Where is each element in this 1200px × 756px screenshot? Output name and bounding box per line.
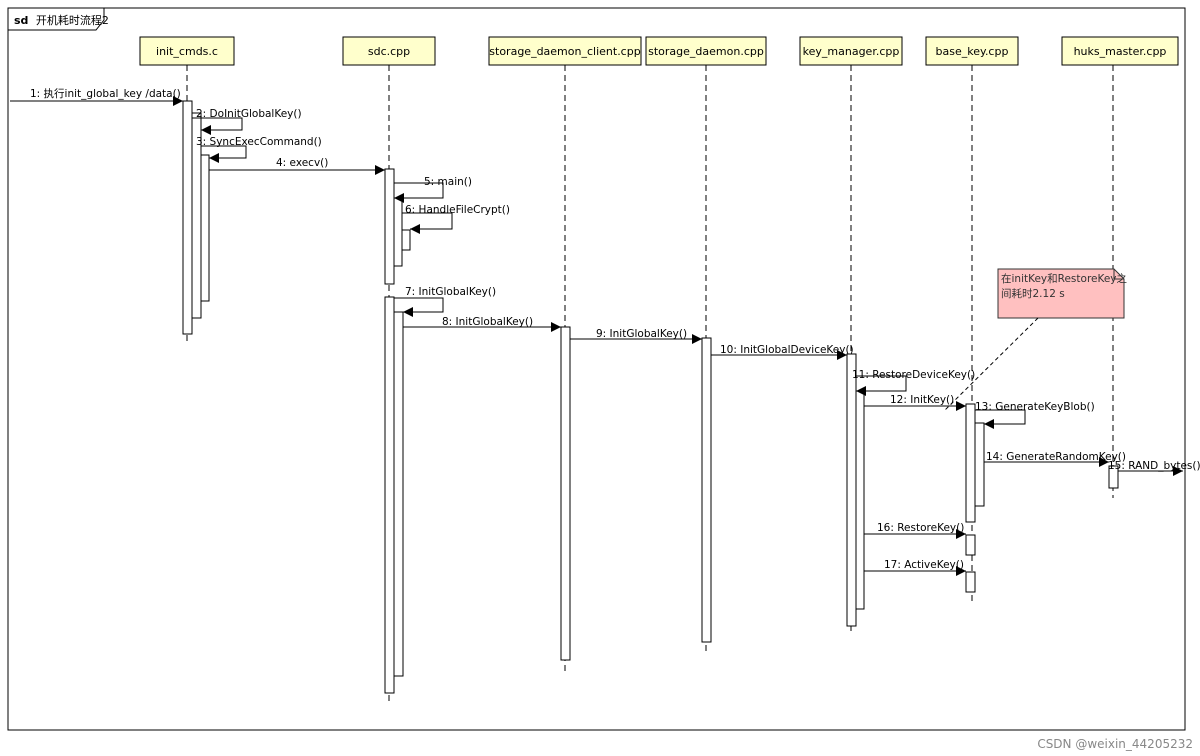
diagram-frame <box>7 7 1186 731</box>
message-17: 17: ActiveKey() <box>864 559 966 576</box>
frame-tag: sd <box>14 14 28 27</box>
message-2-label: 2: DoInitGlobalKey() <box>196 108 302 120</box>
activation-sdc-5 <box>393 311 404 677</box>
message-6-label: 6: HandleFileCrypt() <box>405 204 510 216</box>
message-14: 14: GenerateRandomKey() <box>984 451 1126 467</box>
lifeline-label-sdc: sdc.cpp <box>368 45 410 58</box>
message-4: 4: execv() <box>209 157 385 175</box>
message-12: 12: InitKey() <box>864 394 966 411</box>
activation-bk-3 <box>965 534 976 556</box>
lifeline-label-sd: storage_daemon.cpp <box>648 45 764 58</box>
message-1-label: 1: 执行init_global_key /data() <box>30 87 181 100</box>
activation-init-1 <box>182 100 193 335</box>
message-2: 2: DoInitGlobalKey() <box>192 108 302 135</box>
activation-sdc-2 <box>393 197 403 267</box>
message-14-label: 14: GenerateRandomKey() <box>986 451 1126 463</box>
lifeline-label-huks: huks_master.cpp <box>1074 45 1167 58</box>
lifeline-label-init: init_cmds.c <box>156 45 218 58</box>
activation-sdclient <box>560 326 571 661</box>
note-line-2: 间耗时2.12 s <box>1001 287 1065 300</box>
message-11-label: 11: RestoreDeviceKey() <box>852 369 975 381</box>
message-4-label: 4: execv() <box>276 157 328 169</box>
message-10-label: 10: InitGlobalDeviceKey() <box>720 344 854 356</box>
message-7-label: 7: InitGlobalKey() <box>405 286 496 298</box>
activation-huks <box>1108 465 1119 489</box>
message-15-label: 15: RAND_bytes() <box>1108 460 1200 472</box>
activation-init-3 <box>200 154 210 302</box>
note-line-1: 在initKey和RestoreKey之 <box>1001 272 1128 285</box>
message-11: 11: RestoreDeviceKey() <box>852 369 975 396</box>
message-13: 13: GenerateKeyBlob() <box>975 401 1095 429</box>
message-5: 5: main() <box>394 176 472 203</box>
frame-tab <box>7 7 105 31</box>
message-9: 9: InitGlobalKey() <box>570 328 702 344</box>
message-1: 1: 执行init_global_key /data() <box>10 87 183 106</box>
message-16: 16: RestoreKey() <box>864 522 966 539</box>
activation-km-1 <box>846 353 857 627</box>
frame-title: 开机耗时流程2 <box>36 13 109 27</box>
svg-text:sd 开机耗时流程2: sd 开机耗时流程2 <box>14 13 109 27</box>
message-12-label: 12: InitKey() <box>890 394 954 406</box>
message-3-label: 3: SyncExecCommand() <box>196 136 322 148</box>
message-5-label: 5: main() <box>424 176 472 188</box>
timing-note: 在initKey和RestoreKey之 间耗时2.12 s <box>944 268 1128 411</box>
activation-bk-1 <box>965 403 976 523</box>
lifeline-label-km: key_manager.cpp <box>803 45 900 58</box>
message-17-label: 17: ActiveKey() <box>884 559 964 571</box>
lifeline-head-bk: base_key.cpp <box>925 36 1019 66</box>
activation-bk-2 <box>974 422 985 507</box>
lifeline-head-sdc: sdc.cpp <box>342 36 436 66</box>
watermark: CSDN @weixin_44205232 <box>1037 737 1193 751</box>
activation-sdc-3 <box>401 229 411 251</box>
activation-sdc-4 <box>384 296 395 694</box>
message-13-label: 13: GenerateKeyBlob() <box>975 401 1095 413</box>
activation-bk-4 <box>965 571 976 593</box>
message-6: 6: HandleFileCrypt() <box>402 204 510 234</box>
message-16-label: 16: RestoreKey() <box>877 522 964 534</box>
message-9-label: 9: InitGlobalKey() <box>596 328 687 340</box>
lifeline-label-bk: base_key.cpp <box>936 45 1009 58</box>
lifeline-head-sdclient: storage_daemon_client.cpp <box>488 36 642 66</box>
activation-km-2 <box>855 390 865 610</box>
lifeline-head-sd: storage_daemon.cpp <box>645 36 767 66</box>
lifeline-head-km: key_manager.cpp <box>799 36 903 66</box>
activation-sdc-1 <box>384 168 395 285</box>
message-15: 15: RAND_bytes() <box>1108 460 1200 476</box>
message-10: 10: InitGlobalDeviceKey() <box>711 344 854 360</box>
message-8: 8: InitGlobalKey() <box>403 316 561 332</box>
lifeline-head-huks: huks_master.cpp <box>1061 36 1179 66</box>
activation-sd <box>701 337 712 643</box>
lifeline-head-init: init_cmds.c <box>139 36 235 66</box>
message-7: 7: InitGlobalKey() <box>394 286 496 317</box>
message-3: 3: SyncExecCommand() <box>196 136 322 163</box>
lifeline-label-sdclient: storage_daemon_client.cpp <box>489 45 640 58</box>
note-connector <box>944 317 1039 411</box>
message-8-label: 8: InitGlobalKey() <box>442 316 533 328</box>
